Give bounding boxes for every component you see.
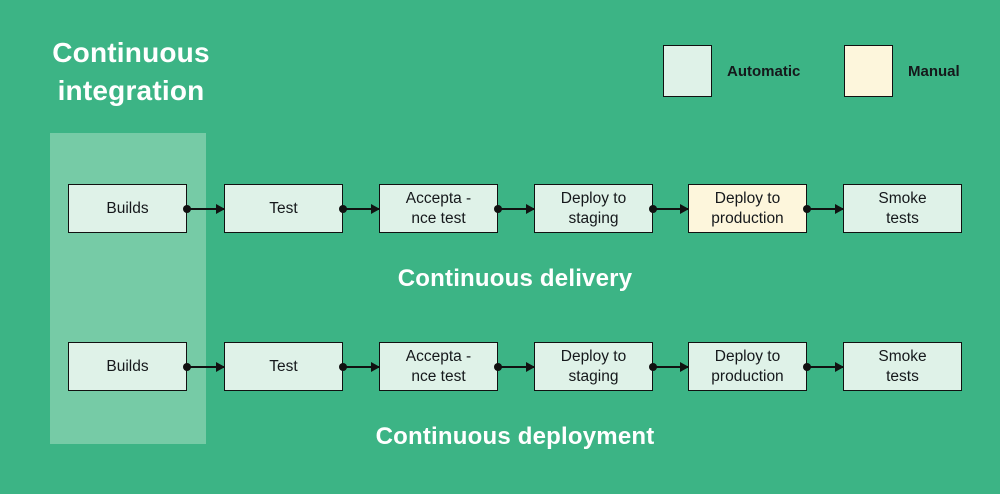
arrow-start-dot-icon xyxy=(183,362,191,371)
arrow-head-icon xyxy=(835,203,844,214)
manual-swatch-icon xyxy=(844,45,893,97)
step-label-line: Deploy to xyxy=(560,189,627,207)
step-delivery-deploy-to-production: Deploy to production xyxy=(688,184,807,233)
step-label-line: tests xyxy=(886,367,919,385)
arrow-delivery-4 xyxy=(803,203,844,214)
arrow-head-icon xyxy=(526,203,535,214)
arrow-head-icon xyxy=(680,203,689,214)
arrow-head-icon xyxy=(371,203,380,214)
arrow-delivery-2 xyxy=(494,203,535,214)
step-label-line: Test xyxy=(269,199,298,217)
arrow-start-dot-icon xyxy=(339,362,347,371)
step-label-line: Smoke xyxy=(878,347,927,365)
legend-label-automatic: Automatic xyxy=(727,62,801,80)
step-label-line: Deploy to xyxy=(714,347,781,365)
step-label-line: Smoke xyxy=(878,189,927,207)
legend-item-automatic: Automatic xyxy=(663,45,800,97)
step-delivery-test: Test xyxy=(224,184,343,233)
step-label-line: staging xyxy=(568,367,619,385)
step-label-line: Test xyxy=(269,357,298,375)
arrow-deployment-0 xyxy=(183,361,225,372)
caption-delivery: Continuous delivery xyxy=(397,265,633,292)
arrow-start-dot-icon xyxy=(183,204,191,213)
step-label-line: production xyxy=(711,367,784,385)
arrow-start-dot-icon xyxy=(494,362,502,371)
arrow-delivery-1 xyxy=(339,203,380,214)
step-label-line: production xyxy=(711,209,784,227)
step-delivery-smoke-tests: Smoke tests xyxy=(843,184,962,233)
caption-deployment: Continuous deployment xyxy=(375,423,655,450)
continuous-integration-title: Continuous integration xyxy=(36,34,226,110)
step-label-line: nce test xyxy=(411,209,466,227)
arrow-head-icon xyxy=(216,203,225,214)
arrow-head-icon xyxy=(680,361,689,372)
step-label-line: Builds xyxy=(106,199,149,217)
arrow-start-dot-icon xyxy=(494,204,502,213)
arrow-delivery-3 xyxy=(649,203,689,214)
arrow-head-icon xyxy=(371,361,380,372)
arrow-deployment-4 xyxy=(803,361,844,372)
arrow-deployment-3 xyxy=(649,361,689,372)
arrow-start-dot-icon xyxy=(803,362,811,371)
step-label-line: Accepta - xyxy=(405,347,472,365)
step-label-line: Deploy to xyxy=(560,347,627,365)
step-delivery-builds: Builds xyxy=(68,184,187,233)
legend-item-manual: Manual xyxy=(844,45,960,97)
step-label-line: Deploy to xyxy=(714,189,781,207)
arrow-head-icon xyxy=(216,361,225,372)
step-deployment-accepta-nce-test: Accepta - nce test xyxy=(379,342,498,391)
title-line-2: integration xyxy=(57,75,205,106)
step-label-line: nce test xyxy=(411,367,466,385)
step-label-line: Accepta - xyxy=(405,189,472,207)
arrow-deployment-1 xyxy=(339,361,380,372)
step-deployment-deploy-to-production: Deploy to production xyxy=(688,342,807,391)
arrow-delivery-0 xyxy=(183,203,225,214)
arrow-head-icon xyxy=(526,361,535,372)
step-deployment-builds: Builds xyxy=(68,342,187,391)
arrow-head-icon xyxy=(835,361,844,372)
step-delivery-accepta-nce-test: Accepta - nce test xyxy=(379,184,498,233)
step-delivery-deploy-to-staging: Deploy to staging xyxy=(534,184,653,233)
automatic-swatch-icon xyxy=(663,45,712,97)
step-deployment-deploy-to-staging: Deploy to staging xyxy=(534,342,653,391)
arrow-start-dot-icon xyxy=(649,362,657,371)
step-label-line: staging xyxy=(568,209,619,227)
step-deployment-smoke-tests: Smoke tests xyxy=(843,342,962,391)
step-deployment-test: Test xyxy=(224,342,343,391)
arrow-start-dot-icon xyxy=(803,204,811,213)
arrow-start-dot-icon xyxy=(649,204,657,213)
step-label-line: Builds xyxy=(106,357,149,375)
step-label-line: tests xyxy=(886,209,919,227)
legend-label-manual: Manual xyxy=(908,62,960,80)
arrow-start-dot-icon xyxy=(339,204,347,213)
arrow-deployment-2 xyxy=(494,361,535,372)
title-line-1: Continuous xyxy=(52,37,210,68)
